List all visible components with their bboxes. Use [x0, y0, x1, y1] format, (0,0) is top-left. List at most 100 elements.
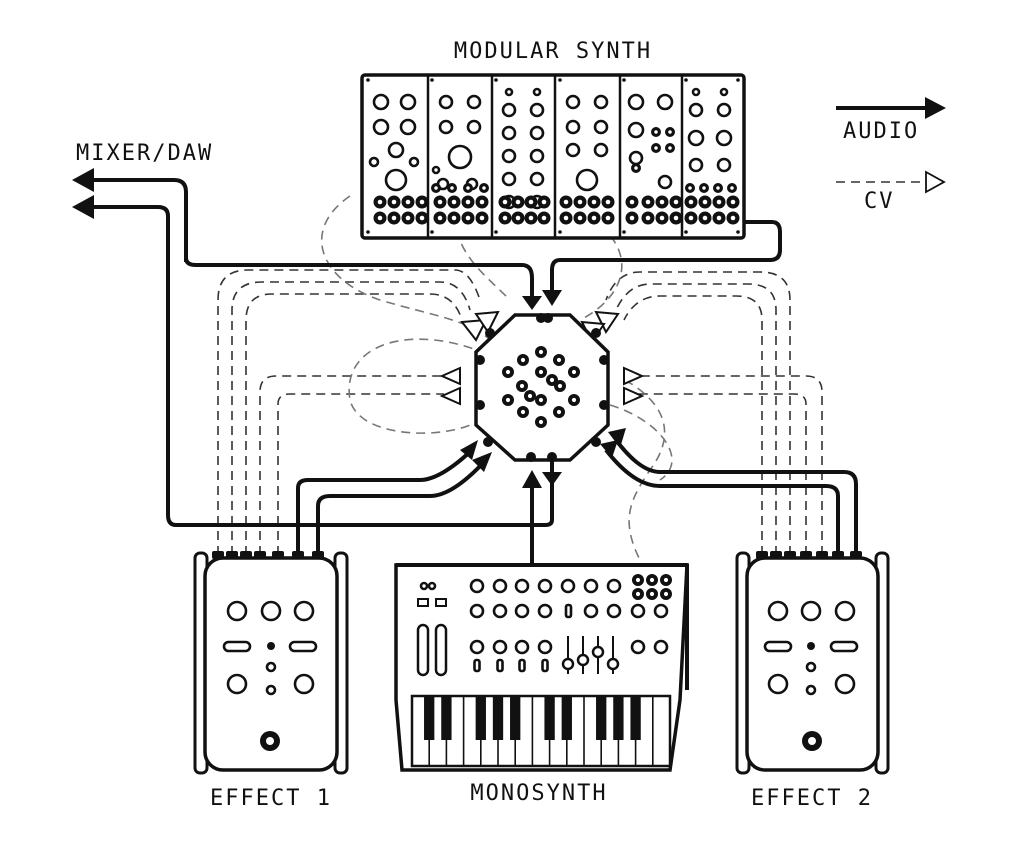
black-key[interactable]: [630, 696, 641, 740]
knob[interactable]: [492, 603, 508, 619]
knob[interactable]: [537, 639, 553, 655]
jack[interactable]: [756, 551, 768, 559]
jack[interactable]: [800, 551, 812, 559]
knob[interactable]: [593, 142, 609, 158]
knob[interactable]: [469, 639, 485, 655]
socket[interactable]: [547, 452, 557, 462]
knob[interactable]: [537, 578, 553, 594]
knob[interactable]: [529, 171, 545, 187]
knob[interactable]: [565, 94, 581, 110]
knob[interactable]: [560, 578, 576, 594]
knob[interactable]: [630, 639, 646, 655]
knob[interactable]: [260, 600, 282, 622]
jack[interactable]: [784, 551, 796, 559]
socket[interactable]: [475, 400, 485, 410]
knob[interactable]: [691, 87, 701, 97]
switch[interactable]: [473, 658, 481, 673]
knob[interactable]: [715, 129, 733, 147]
knob[interactable]: [514, 578, 530, 594]
socket[interactable]: [591, 437, 601, 447]
knob[interactable]: [630, 603, 646, 619]
switch[interactable]: [518, 658, 526, 673]
socket[interactable]: [485, 328, 495, 338]
jack[interactable]: [770, 551, 782, 559]
jack[interactable]: [292, 551, 304, 559]
knob[interactable]: [565, 142, 581, 158]
knob[interactable]: [716, 102, 732, 118]
knob[interactable]: [565, 119, 581, 135]
socket[interactable]: [526, 452, 536, 462]
black-key[interactable]: [441, 696, 452, 740]
knob[interactable]: [800, 600, 822, 622]
jack[interactable]: [816, 551, 828, 559]
knob[interactable]: [653, 639, 669, 655]
switch[interactable]: [829, 640, 859, 653]
knob[interactable]: [688, 102, 704, 118]
knob[interactable]: [501, 125, 517, 141]
slider-handle[interactable]: [606, 657, 620, 671]
knob[interactable]: [529, 148, 545, 164]
knob[interactable]: [834, 673, 856, 695]
knob[interactable]: [514, 639, 530, 655]
knob[interactable]: [469, 578, 485, 594]
jack[interactable]: [212, 551, 224, 559]
knob[interactable]: [529, 125, 545, 141]
pitch-wheel[interactable]: [416, 623, 430, 677]
knob[interactable]: [627, 121, 645, 139]
knob[interactable]: [656, 93, 674, 111]
knob[interactable]: [438, 94, 454, 110]
knob[interactable]: [384, 168, 408, 192]
jack[interactable]: [240, 551, 252, 559]
knob[interactable]: [492, 578, 508, 594]
black-key[interactable]: [492, 696, 504, 740]
jack[interactable]: [226, 551, 238, 559]
knob[interactable]: [293, 600, 315, 622]
jack[interactable]: [312, 551, 324, 559]
button[interactable]: [417, 598, 429, 607]
jack[interactable]: [272, 551, 284, 559]
knob[interactable]: [653, 603, 669, 619]
knob[interactable]: [399, 118, 417, 136]
black-key[interactable]: [544, 696, 555, 740]
knob[interactable]: [438, 119, 454, 135]
socket[interactable]: [599, 400, 609, 410]
socket[interactable]: [591, 328, 601, 338]
jack[interactable]: [254, 551, 266, 559]
knob[interactable]: [716, 157, 732, 173]
switch[interactable]: [496, 658, 504, 673]
black-key[interactable]: [424, 696, 435, 740]
socket[interactable]: [543, 313, 553, 323]
black-key[interactable]: [510, 696, 521, 740]
knob[interactable]: [719, 87, 729, 97]
slider-handle[interactable]: [576, 653, 590, 667]
knob[interactable]: [504, 87, 514, 97]
knob[interactable]: [627, 93, 645, 111]
knob[interactable]: [606, 578, 622, 594]
knob[interactable]: [466, 94, 482, 110]
knob[interactable]: [657, 174, 673, 190]
knob[interactable]: [501, 102, 517, 118]
slider-handle[interactable]: [561, 657, 575, 671]
slider-handle[interactable]: [591, 645, 605, 659]
mod-wheel[interactable]: [434, 623, 448, 677]
black-key[interactable]: [613, 696, 624, 740]
switch[interactable]: [541, 658, 549, 673]
socket[interactable]: [475, 355, 485, 365]
knob[interactable]: [469, 603, 485, 619]
black-key[interactable]: [475, 696, 486, 740]
knob[interactable]: [575, 168, 599, 192]
knob[interactable]: [583, 603, 599, 619]
black-key[interactable]: [596, 696, 607, 740]
knob[interactable]: [532, 87, 542, 97]
knob[interactable]: [387, 141, 405, 159]
switch[interactable]: [288, 640, 318, 653]
knob[interactable]: [593, 119, 609, 135]
keyboard[interactable]: [410, 694, 672, 768]
knob[interactable]: [606, 603, 622, 619]
knob[interactable]: [514, 603, 530, 619]
jack[interactable]: [850, 551, 862, 559]
knob[interactable]: [501, 148, 517, 164]
knob[interactable]: [529, 102, 545, 118]
knob[interactable]: [688, 157, 704, 173]
knob[interactable]: [368, 156, 380, 168]
